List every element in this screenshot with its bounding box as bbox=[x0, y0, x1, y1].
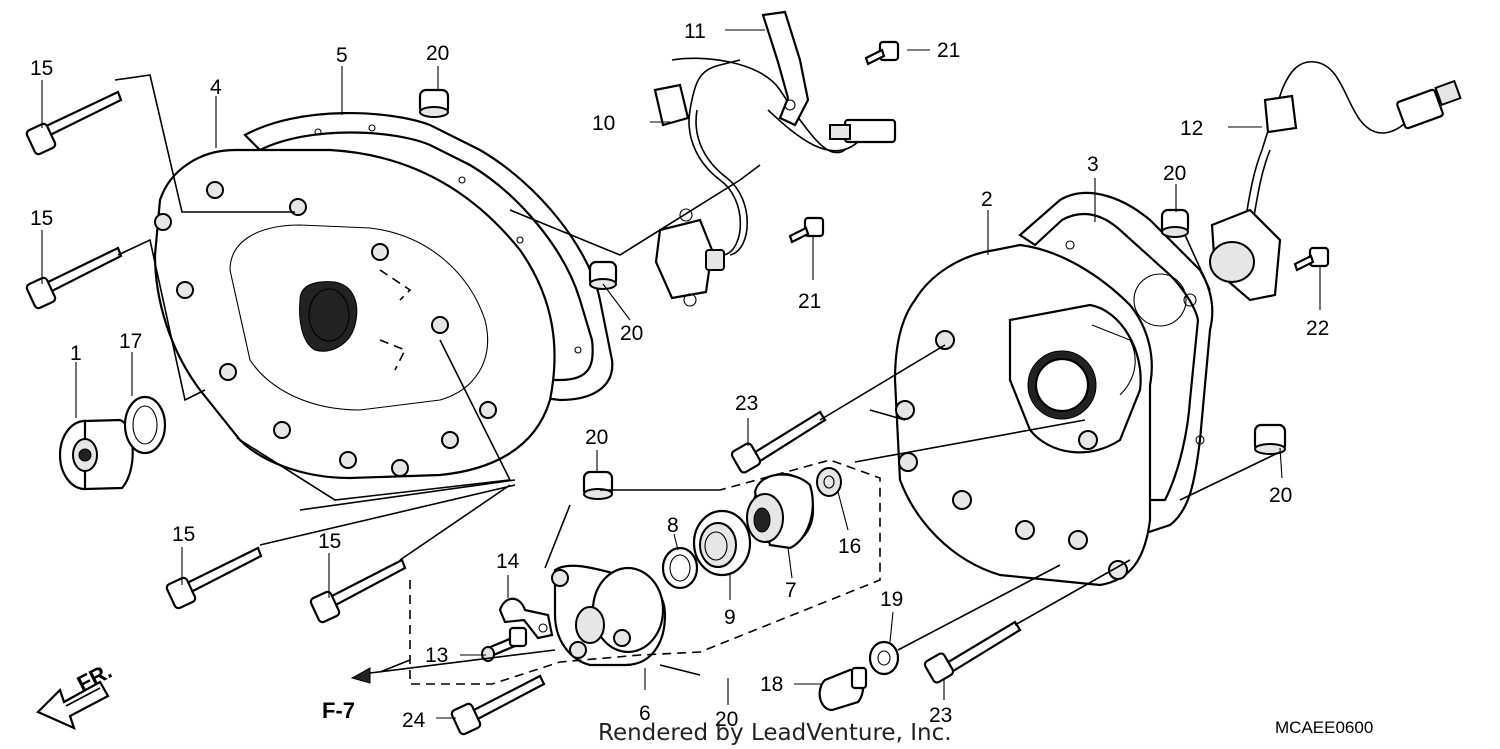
bolt-23-top bbox=[730, 410, 827, 474]
callout-21a: 21 bbox=[937, 39, 960, 62]
callout-4: 4 bbox=[210, 76, 222, 99]
callout-16: 16 bbox=[838, 535, 861, 558]
callout-22: 22 bbox=[1306, 317, 1329, 340]
callout-23a: 23 bbox=[735, 392, 758, 415]
bolt-15-c bbox=[165, 546, 263, 610]
leader-lines bbox=[41, 29, 1321, 719]
dowel-pin-20-mid bbox=[588, 260, 618, 290]
sensor-12 bbox=[1209, 61, 1462, 302]
callout-20f: 20 bbox=[1269, 484, 1292, 507]
callout-20e: 20 bbox=[1163, 162, 1186, 185]
callout-12: 12 bbox=[1180, 117, 1203, 140]
o-ring-17 bbox=[123, 395, 167, 455]
dowel-pin-20-right-top bbox=[1160, 208, 1190, 238]
callout-20c: 20 bbox=[585, 426, 608, 449]
bolt-21-top bbox=[864, 40, 900, 66]
bolt-18 bbox=[818, 666, 868, 712]
callout-24: 24 bbox=[402, 709, 426, 732]
front-direction-arrow-icon bbox=[36, 680, 110, 731]
dowel-pin-20-center bbox=[582, 470, 614, 500]
washer-19 bbox=[868, 640, 900, 676]
diagram-code: MCAEE0600 bbox=[1275, 718, 1373, 737]
callout-20d: 20 bbox=[715, 708, 738, 731]
section-reference-f7[interactable]: F-7 bbox=[322, 698, 355, 723]
callout-21b: 21 bbox=[798, 290, 821, 313]
callout-8: 8 bbox=[667, 514, 679, 537]
callout-15d: 15 bbox=[318, 530, 341, 553]
oil-seal-9 bbox=[692, 509, 752, 577]
callout-15b: 15 bbox=[30, 207, 53, 230]
bolt-15-a bbox=[25, 90, 123, 156]
bearing-7 bbox=[746, 472, 815, 550]
clamp-11 bbox=[761, 10, 810, 127]
callout-7: 7 bbox=[785, 579, 797, 602]
plug-1 bbox=[58, 418, 134, 491]
callout-11: 11 bbox=[684, 20, 706, 43]
callout-6: 6 bbox=[639, 702, 651, 725]
callout-3: 3 bbox=[1087, 153, 1099, 176]
callout-20a: 20 bbox=[426, 42, 449, 65]
dowel-pin-20-top bbox=[418, 88, 450, 118]
callout-23b: 23 bbox=[929, 704, 952, 727]
callout-20b: 20 bbox=[620, 322, 643, 345]
callout-13: 13 bbox=[425, 644, 448, 667]
bolt-24 bbox=[450, 674, 546, 736]
bolt-15-d bbox=[309, 558, 407, 624]
callout-9: 9 bbox=[724, 606, 736, 629]
callout-18: 18 bbox=[760, 673, 783, 696]
bolt-22 bbox=[1293, 246, 1330, 272]
bolt-13 bbox=[481, 626, 528, 662]
nut-16 bbox=[816, 467, 842, 497]
callout-14: 14 bbox=[496, 550, 520, 573]
cover-4 bbox=[153, 148, 556, 480]
bolt-15-b bbox=[25, 246, 123, 310]
callout-5: 5 bbox=[336, 44, 348, 67]
render-credit: Rendered by LeadVenture, Inc. bbox=[598, 720, 952, 746]
callout-17: 17 bbox=[119, 330, 142, 353]
circlip-8 bbox=[661, 546, 699, 590]
bolt-23-bottom bbox=[923, 620, 1022, 684]
cover-2 bbox=[893, 243, 1153, 587]
front-direction-label: FR. bbox=[73, 658, 116, 696]
dowel-pin-20-right-bottom bbox=[1253, 423, 1287, 455]
callout-19: 19 bbox=[880, 588, 903, 611]
callout-10: 10 bbox=[592, 112, 615, 135]
callout-2: 2 bbox=[981, 188, 993, 211]
callout-1: 1 bbox=[70, 342, 82, 365]
callout-15c: 15 bbox=[172, 523, 195, 546]
callout-labels: 1 2 3 4 5 6 7 8 9 10 11 12 13 14 15 15 1… bbox=[30, 20, 1329, 732]
housing-6 bbox=[551, 564, 667, 667]
callout-15a: 15 bbox=[30, 57, 53, 80]
speed-sensor-10 bbox=[653, 57, 897, 307]
bolt-21-mid bbox=[788, 216, 825, 244]
clip-14 bbox=[498, 597, 554, 640]
